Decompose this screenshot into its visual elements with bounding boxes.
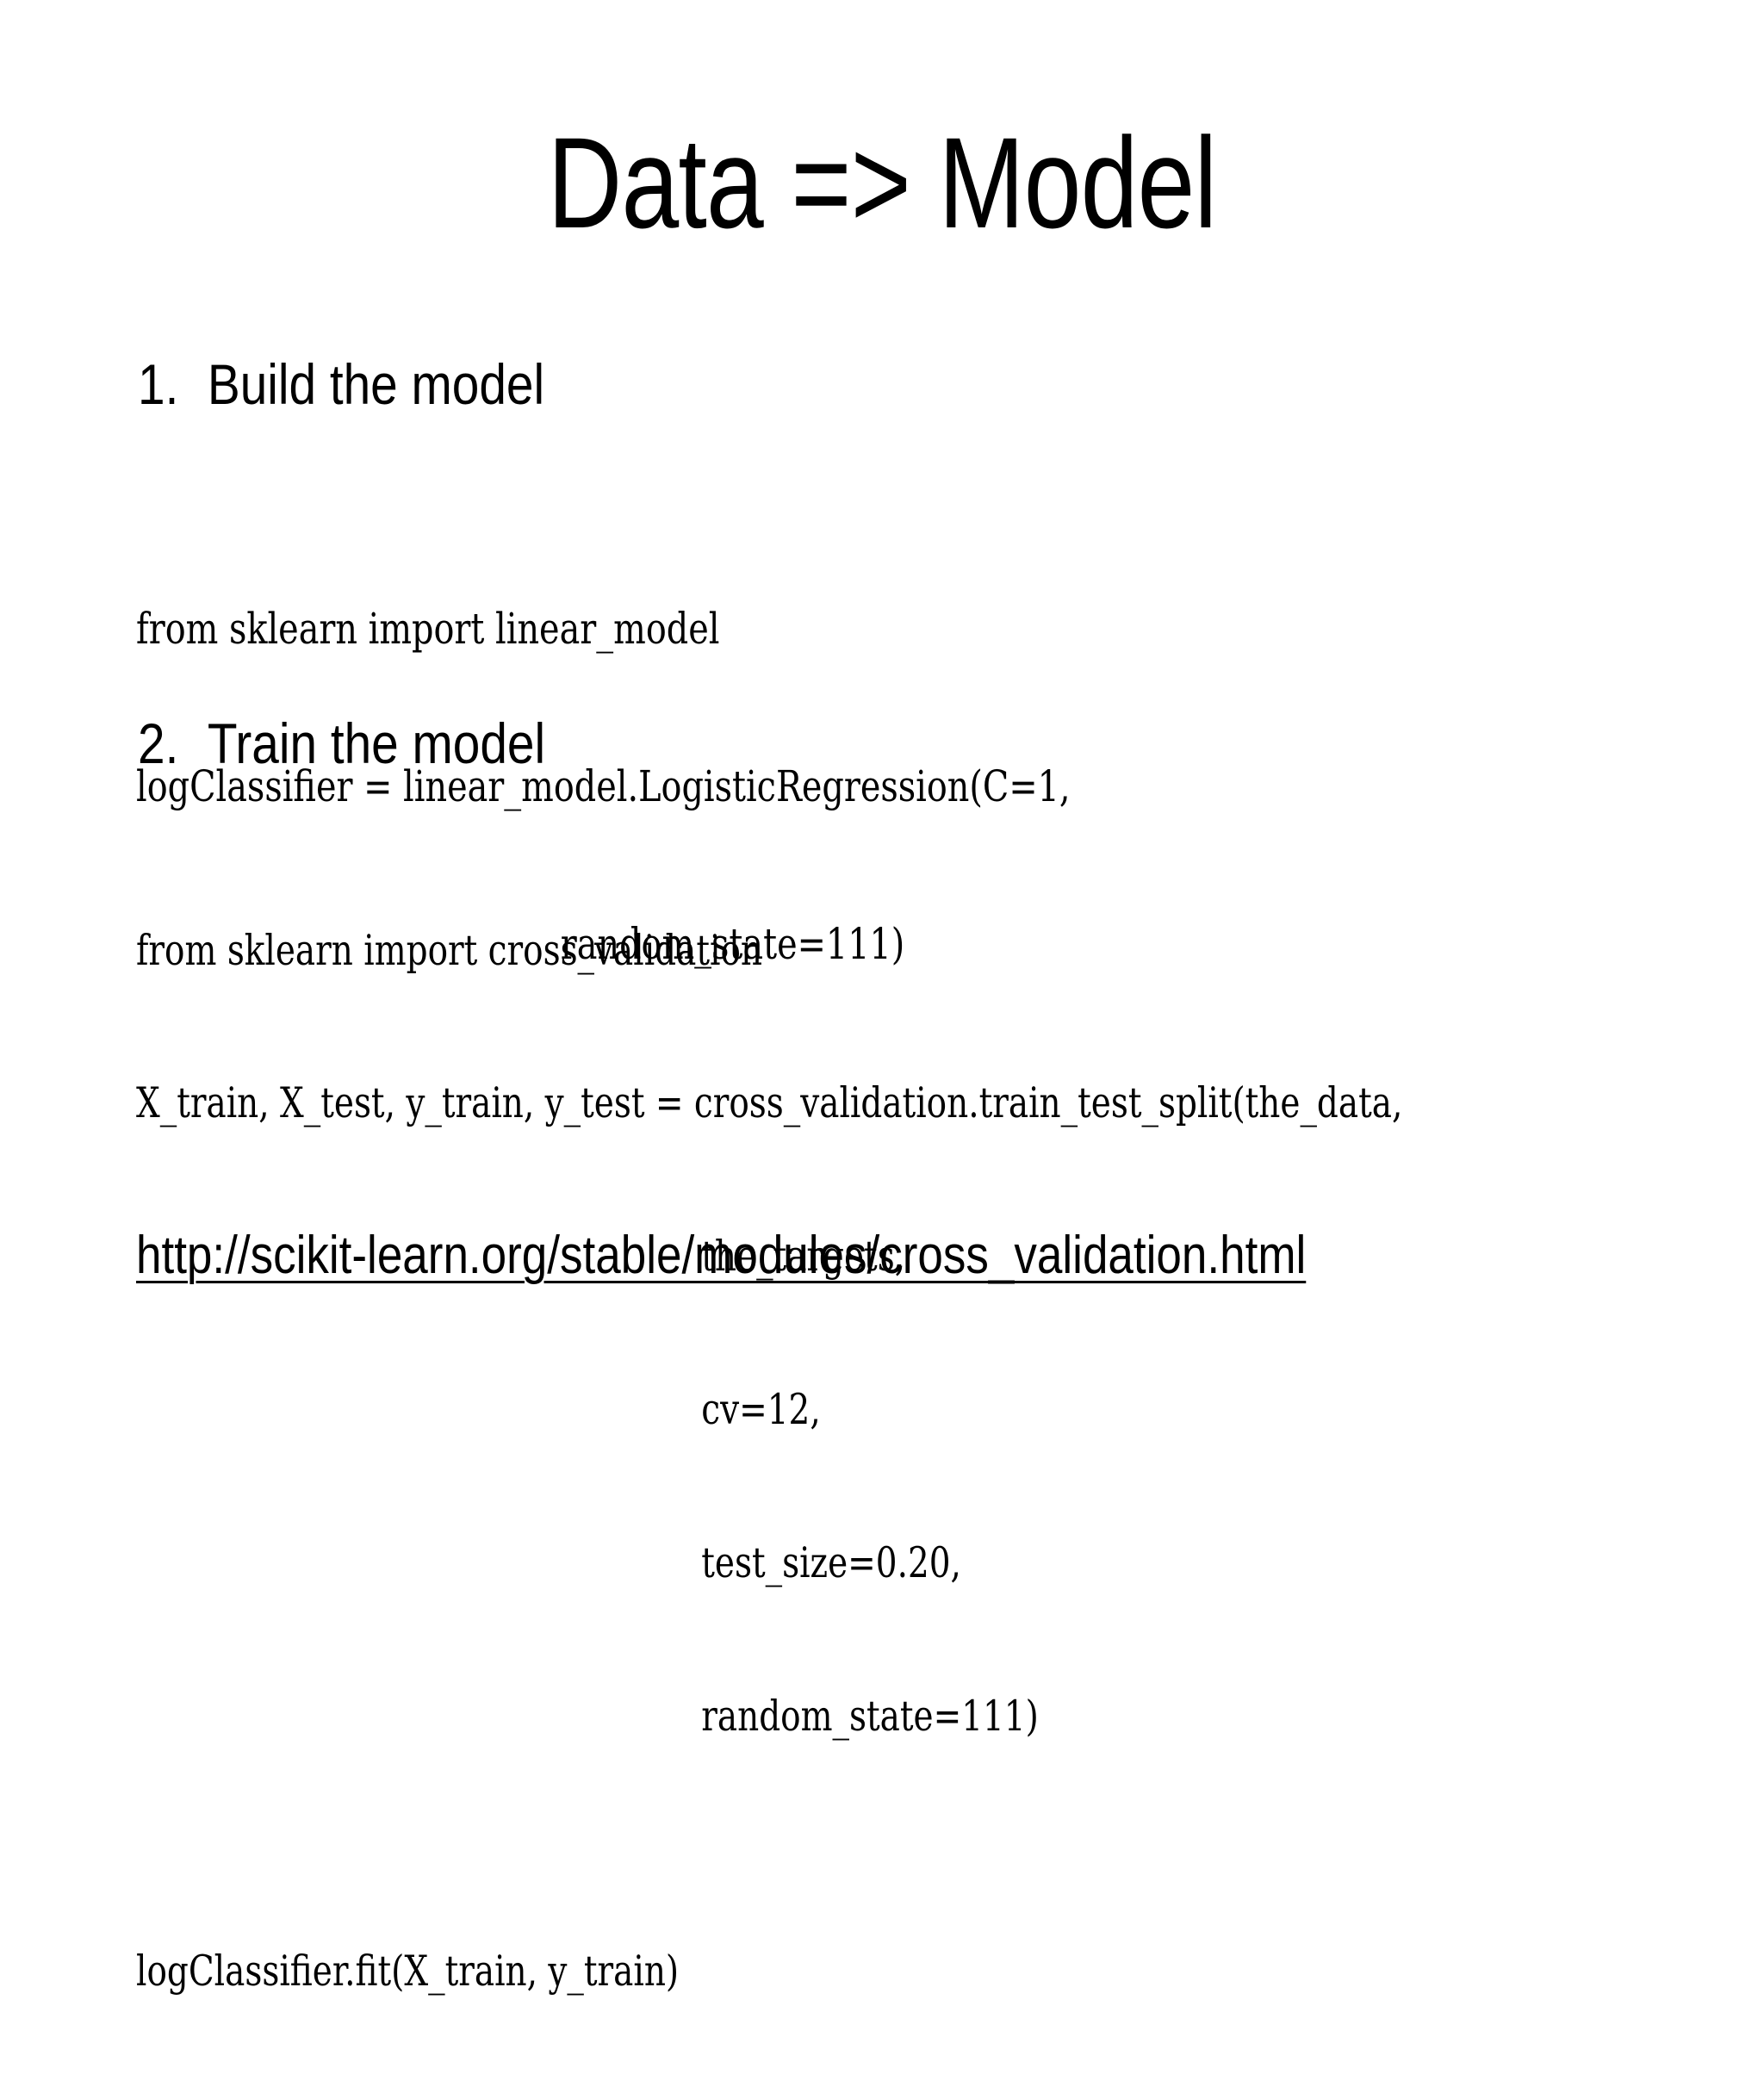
code-line: test_size=0.20,: [136, 1537, 961, 1587]
page-title: Data => Model: [547, 110, 1218, 255]
reference-link[interactable]: http://scikit-learn.org/stable/modules/c…: [136, 1226, 1307, 1285]
step-label-1: Build the model: [207, 352, 545, 416]
step-item-1: 1. Build the model: [138, 353, 544, 416]
step-item-2: 2. Train the model: [138, 712, 545, 775]
code-line: cv=12,: [136, 1385, 821, 1435]
code-block-build-model: from sklearn import linear_model logClas…: [136, 498, 1071, 1076]
code-line: logClassifier = linear_model.LogisticReg…: [136, 761, 1071, 811]
code-line: from sklearn import linear_model: [136, 604, 720, 654]
code-line: random_state=111): [136, 1691, 1039, 1741]
code-line: logClassifier.fit(X_train, y_train): [136, 1947, 680, 1997]
code-line: random_state=111): [136, 919, 905, 969]
code-line: X_train, X_test, y_train, y_test = cross…: [136, 1078, 1403, 1128]
code-block-train-model: from sklearn import cross_validation X_t…: [136, 823, 1402, 2099]
code-line: the_targets,: [136, 1232, 906, 1282]
step-number-2: 2.: [138, 711, 179, 775]
step-number-1: 1.: [138, 352, 179, 416]
slide-canvas: Data => Model 1. Build the model from skl…: [136, 110, 1403, 1997]
code-line: from sklearn import cross_validation: [136, 925, 763, 975]
step-label-2: Train the model: [207, 711, 546, 775]
